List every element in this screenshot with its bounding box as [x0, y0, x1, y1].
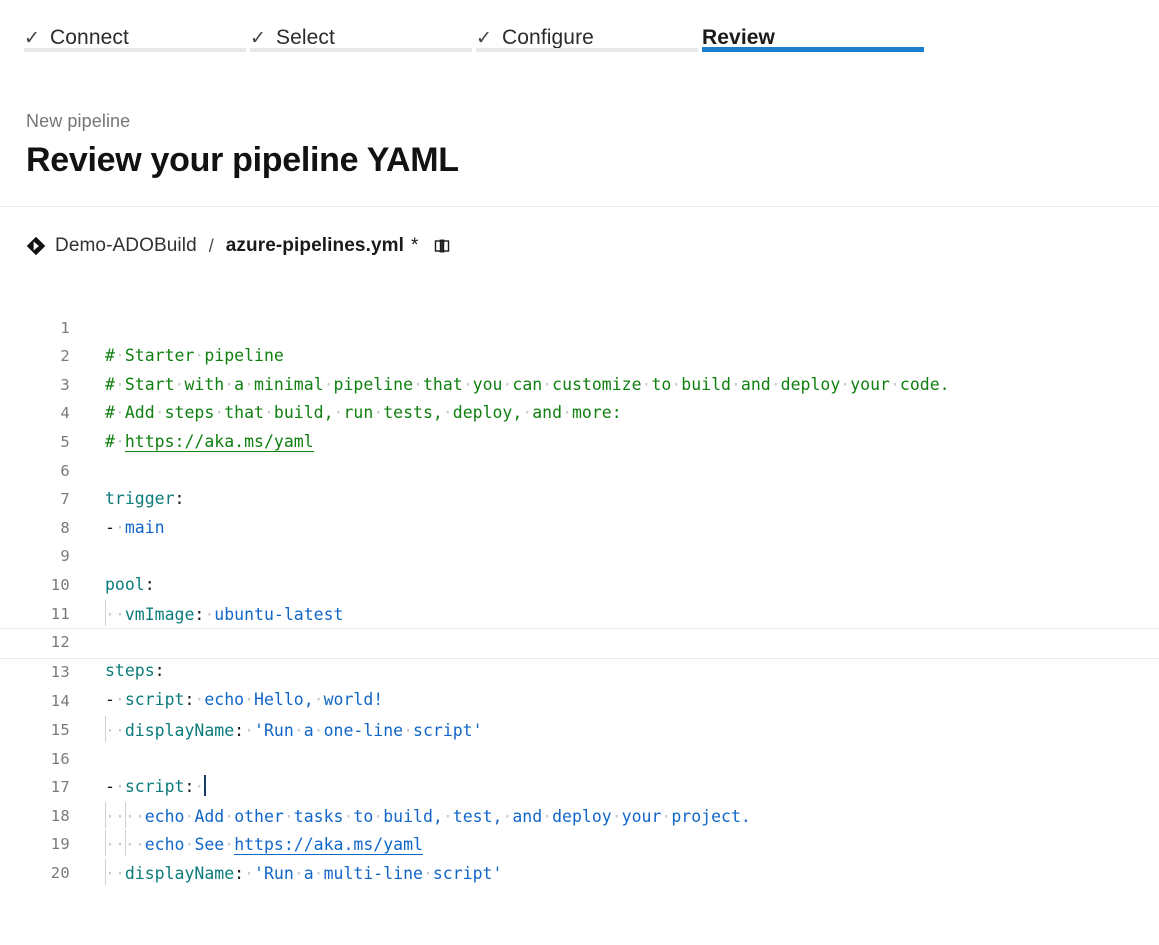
line-number: 13 — [50, 662, 70, 681]
page-title: Review your pipeline YAML — [26, 141, 459, 179]
line-number: 3 — [60, 375, 70, 394]
indent-guide — [105, 715, 106, 742]
editor-line[interactable]: 8 — [0, 485, 1159, 537]
yaml-docs-link[interactable]: https://aka.ms/yaml — [124, 431, 314, 452]
editor-line[interactable]: 10 ··vmImage:·ubuntu-latest — [0, 542, 1159, 626]
line-content[interactable]: #·Add·steps·that·build,·run·tests,·deplo… — [105, 403, 622, 423]
line-number: 8 — [60, 518, 70, 537]
line-number: 20 — [50, 863, 70, 882]
wizard-tab-label: Select — [276, 26, 335, 49]
indent-guide — [105, 858, 106, 885]
line-number: 1 — [60, 318, 70, 337]
line-number: 9 — [60, 547, 70, 566]
yaml-docs-link[interactable]: https://aka.ms/yaml — [234, 835, 423, 856]
line-number: 15 — [50, 720, 70, 739]
line-content[interactable]: ··displayName:·'Run·a·multi-line·script' — [105, 858, 1159, 889]
indent-guide — [105, 599, 106, 626]
pipeline-wizard-tabs: ✓ Connect ✓ Select ✓ Configure Review — [0, 0, 1159, 90]
line-content[interactable]: ····echo·See·https://aka.ms/yaml — [105, 830, 1159, 860]
editor-line[interactable]: 9 pool: — [0, 514, 1159, 594]
line-content[interactable]: pool: — [105, 574, 155, 594]
editor-line[interactable]: 12 steps: — [0, 600, 1159, 680]
wizard-tab-underline — [250, 48, 472, 52]
breadcrumb-repo-name[interactable]: Demo-ADOBuild — [55, 235, 197, 256]
split-editor-icon[interactable] — [433, 237, 451, 255]
line-content[interactable]: ··vmImage:·ubuntu-latest — [105, 599, 1159, 630]
line-number: 7 — [60, 490, 70, 509]
indent-guide — [105, 801, 106, 828]
editor-line[interactable]: 6 trigger: — [0, 428, 1159, 509]
line-content[interactable]: -·main — [105, 517, 165, 537]
yaml-editor[interactable]: 1 #·Starter·pipeline 2 #·Start·with·a·mi… — [0, 285, 1159, 885]
editor-line[interactable]: 14 ··displayName:·'Run·a·one-line·script… — [0, 659, 1159, 742]
wizard-tab-underline — [476, 48, 698, 52]
line-number: 16 — [50, 749, 70, 768]
breadcrumb-file-name: azure-pipelines.yml — [225, 235, 404, 256]
line-number: 11 — [50, 604, 70, 623]
editor-line-with-cursor[interactable]: 16 -·script:· — [0, 716, 1159, 797]
line-number: 12 — [50, 633, 70, 652]
azure-repos-git-icon — [26, 236, 46, 256]
line-number: 10 — [50, 575, 70, 594]
editor-line[interactable]: 20 — [0, 830, 1159, 882]
wizard-tab-connect[interactable]: ✓ Connect — [24, 0, 250, 70]
text-cursor — [204, 775, 207, 797]
editor-line[interactable]: 2 #·Start·with·a·minimal·pipeline·that·y… — [0, 314, 1159, 394]
editor-line[interactable]: 11 — [0, 571, 1159, 623]
editor-line[interactable]: 5 — [0, 399, 1159, 451]
unsaved-changes-marker: * — [410, 235, 419, 256]
line-number: 2 — [60, 347, 70, 366]
line-number: 18 — [50, 806, 70, 825]
wizard-tab-review[interactable]: Review — [702, 0, 928, 70]
line-number: 4 — [60, 404, 70, 423]
check-icon: ✓ — [250, 27, 266, 49]
wizard-tab-underline — [24, 48, 246, 52]
editor-line[interactable]: 3 #·Add·steps·that·build,·run·tests,·dep… — [0, 342, 1159, 423]
page-header: New pipeline Review your pipeline YAML — [0, 90, 1159, 207]
line-number: 5 — [60, 432, 70, 451]
wizard-tab-configure[interactable]: ✓ Configure — [476, 0, 702, 70]
line-content[interactable]: steps: — [105, 660, 165, 680]
editor-line[interactable]: 1 #·Starter·pipeline — [0, 285, 1159, 366]
editor-line[interactable]: 4 #·https://aka.ms/yaml — [0, 371, 1159, 452]
editor-line-highlighted[interactable]: 13 -·script:·echo·Hello,·world! — [0, 628, 1159, 709]
line-number: 14 — [50, 692, 70, 711]
indent-guide — [124, 830, 126, 857]
check-icon: ✓ — [476, 27, 492, 49]
line-content[interactable]: ··displayName:·'Run·a·one-line·script' — [105, 715, 1159, 746]
line-content[interactable]: #·https://aka.ms/yaml — [105, 431, 314, 452]
wizard-tab-underline-active — [702, 47, 924, 52]
line-content[interactable]: -·script:· — [105, 775, 207, 797]
editor-line[interactable]: 17 ····echo·Add·other·tasks·to·build,·te… — [0, 745, 1159, 828]
line-number: 17 — [50, 778, 70, 797]
line-content[interactable]: -·script:·echo·Hello,·world! — [105, 690, 384, 710]
line-content[interactable]: ····echo·Add·other·tasks·to·build,·test,… — [105, 801, 1159, 832]
line-content[interactable]: trigger: — [105, 489, 185, 509]
editor-line[interactable]: 18 ····echo·See·https://aka.ms/yaml — [0, 773, 1159, 857]
wizard-tab-label: Review — [702, 26, 775, 49]
wizard-tab-label: Connect — [50, 26, 129, 49]
line-number: 6 — [60, 461, 70, 480]
editor-line[interactable]: 19 ··displayName:·'Run·a·multi-line·scri… — [0, 802, 1159, 885]
editor-line[interactable]: 15 — [0, 687, 1159, 739]
check-icon: ✓ — [24, 27, 40, 49]
editor-line[interactable]: 7 -·main — [0, 457, 1159, 537]
breadcrumb-separator: / — [208, 235, 214, 256]
indent-guide — [124, 801, 126, 828]
wizard-tab-select[interactable]: ✓ Select — [250, 0, 476, 70]
breadcrumb-eyebrow: New pipeline — [26, 111, 131, 131]
wizard-tab-label: Configure — [502, 26, 594, 49]
line-number: 19 — [50, 835, 70, 854]
line-content[interactable]: #·Start·with·a·minimal·pipeline·that·you… — [105, 374, 950, 394]
indent-guide — [105, 830, 106, 857]
file-breadcrumb: Demo-ADOBuild / azure-pipelines.yml * — [0, 207, 1159, 263]
line-content[interactable]: #·Starter·pipeline — [105, 346, 284, 366]
